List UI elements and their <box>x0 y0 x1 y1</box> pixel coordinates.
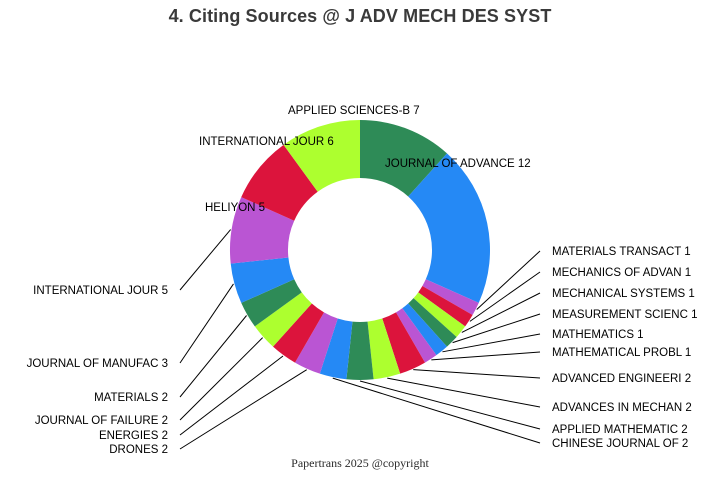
leader-line <box>179 315 247 398</box>
leader-line <box>469 271 541 322</box>
slice-label: MEASUREMENT SCIENC 1 <box>552 309 697 321</box>
leader-line <box>431 351 541 361</box>
leader-line <box>179 355 284 436</box>
slice-label: APPLIED SCIENCES-B 7 <box>288 105 420 117</box>
slice-labels: APPLIED SCIENCES-B 7 JOURNAL OF ADVANCE 1… <box>27 105 698 456</box>
donut-slice[interactable] <box>418 286 473 327</box>
donut-slice[interactable] <box>367 318 401 380</box>
donut-slice[interactable] <box>273 303 324 363</box>
donut-slice[interactable] <box>360 120 447 197</box>
leader-line <box>179 283 234 364</box>
slice-label: MECHANICAL SYSTEMS 1 <box>552 288 695 300</box>
donut-slice[interactable] <box>230 257 295 303</box>
donut-slice[interactable] <box>346 321 374 381</box>
slice-label: CHINESE JOURNAL OF 2 <box>552 438 688 450</box>
slice-label: ADVANCED ENGINEERI 2 <box>552 373 691 385</box>
donut-slices <box>229 120 491 381</box>
leader-line <box>179 369 307 450</box>
slice-label: ADVANCES IN MECHAN 2 <box>552 402 692 414</box>
chart-title: 4. Citing Sources @ J ADV MECH DES SYST <box>168 6 552 26</box>
donut-slice[interactable] <box>254 292 312 347</box>
slice-label: MATERIALS TRANSACT 1 <box>552 246 691 258</box>
leader-lines <box>179 229 541 450</box>
donut-slice[interactable] <box>408 153 491 303</box>
donut-slice[interactable] <box>402 303 447 356</box>
slice-label: JOURNAL OF ADVANCE 12 <box>385 158 531 170</box>
donut-slice[interactable] <box>422 279 479 315</box>
slice-label: JOURNAL OF FAILURE 2 <box>35 415 168 427</box>
leader-line <box>452 313 541 344</box>
donut-slice[interactable] <box>283 120 360 192</box>
leader-line <box>442 333 541 353</box>
donut-slice[interactable] <box>408 298 457 347</box>
slice-label: INTERNATIONAL JOUR 6 <box>199 136 334 148</box>
donut-slice[interactable] <box>295 312 338 374</box>
slice-label: MATHEMATICS 1 <box>552 329 644 341</box>
donut-slice[interactable] <box>241 144 318 221</box>
slice-label: MATHEMATICAL PROBL 1 <box>552 347 691 359</box>
donut-slice[interactable] <box>396 308 437 363</box>
slice-label: ENERGIES 2 <box>99 430 168 442</box>
leader-line <box>359 380 541 430</box>
donut-slice[interactable] <box>229 197 295 264</box>
slice-label: MATERIALS 2 <box>94 392 168 404</box>
copyright-footer: Papertrans 2025 @copyright <box>291 456 429 470</box>
donut-slice[interactable] <box>413 292 466 337</box>
leader-line <box>179 337 264 421</box>
donut-slice[interactable] <box>319 318 353 380</box>
slice-label: JOURNAL OF MANUFAC 3 <box>27 358 168 370</box>
leader-line <box>476 250 541 310</box>
slice-label: INTERNATIONAL JOUR 5 <box>33 285 168 297</box>
slice-label: MECHANICS OF ADVAN 1 <box>552 267 691 279</box>
donut-slice[interactable] <box>241 279 302 327</box>
leader-line <box>387 377 541 408</box>
leader-line <box>332 377 541 444</box>
leader-line <box>413 369 541 379</box>
leader-line <box>179 229 231 291</box>
leader-line <box>461 292 541 333</box>
slice-label: APPLIED MATHEMATIC 2 <box>552 424 688 436</box>
slice-label: DRONES 2 <box>109 444 168 456</box>
slice-label: HELIYON 5 <box>205 202 265 214</box>
donut-slice[interactable] <box>382 312 425 374</box>
